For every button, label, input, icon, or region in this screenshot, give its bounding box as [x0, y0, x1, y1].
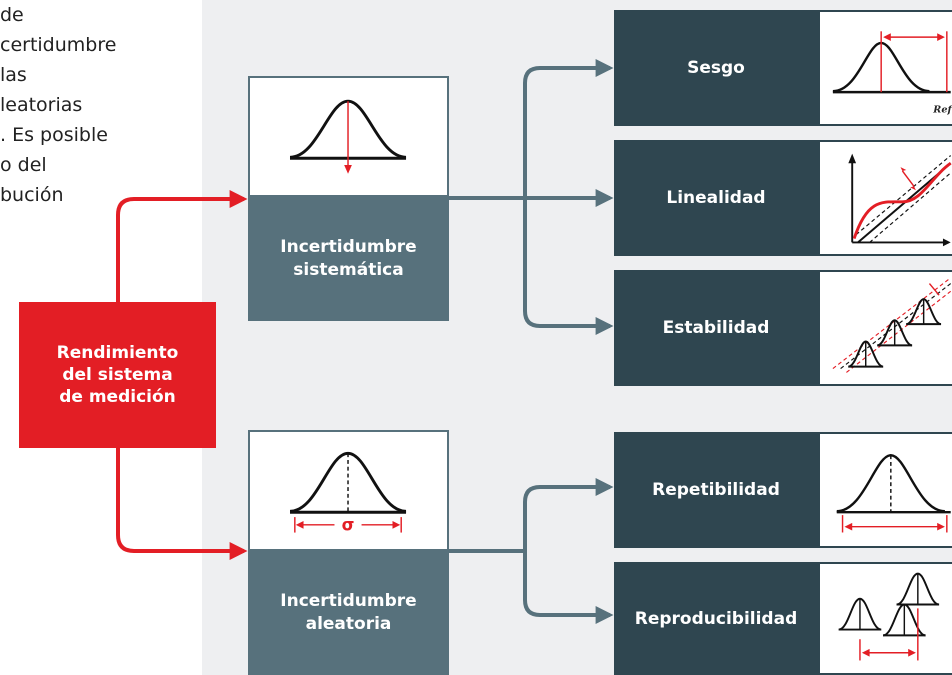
random-curve-image: σ	[248, 430, 449, 551]
reproducibilidad-image	[818, 562, 952, 675]
linealidad-box: Linealidad	[614, 140, 818, 256]
intro-line: leatorias	[0, 94, 83, 116]
bell-curve-icon	[289, 99, 407, 174]
red-connector-down	[116, 448, 248, 560]
red-connector-up	[116, 190, 248, 302]
estabilidad-box: Estabilidad	[614, 270, 818, 386]
sesgo-label: Sesgo	[687, 58, 745, 78]
estabilidad-image	[818, 270, 952, 386]
reproducibilidad-box: Reproducibilidad	[614, 562, 818, 675]
reproducibility-curves-icon	[838, 572, 940, 661]
repetibilidad-label: Repetibilidad	[652, 480, 780, 500]
sigma-symbol: σ	[342, 516, 355, 535]
stability-curves-icon	[832, 277, 952, 373]
intro-line: las	[0, 64, 27, 86]
linealidad-image	[818, 140, 952, 256]
systematic-label-line: Incertidumbre	[280, 237, 417, 257]
intro-line: . Es posible	[0, 124, 108, 146]
intro-paragraph: de certidumbre las leatorias . Es posibl…	[0, 0, 190, 210]
root-measurement-performance: Rendimiento del sistema de medición	[19, 302, 216, 448]
intro-line: o del	[0, 154, 47, 176]
repetibilidad-image	[818, 432, 952, 548]
intro-line: bución	[0, 184, 64, 206]
steel-connector-reproducibilidad	[523, 551, 614, 624]
linearity-graph-icon	[848, 153, 952, 247]
random-uncertainty-box: Incertidumbre aleatoria	[248, 551, 449, 675]
repetibilidad-box: Repetibilidad	[614, 432, 818, 548]
steel-connector-repetibilidad	[523, 478, 614, 551]
root-label-line: del sistema	[62, 365, 173, 385]
random-label-line: Incertidumbre	[280, 591, 417, 611]
reproducibilidad-label: Reproducibilidad	[634, 608, 798, 629]
root-label-line: de medición	[59, 387, 176, 407]
root-label-line: Rendimiento	[56, 343, 179, 363]
systematic-label-line: sistemática	[293, 260, 404, 280]
random-label-line: aleatoria	[305, 614, 392, 634]
intro-line: certidumbre	[0, 34, 117, 56]
bias-curve-icon: Ref	[832, 31, 952, 115]
systematic-uncertainty-box: Incertidumbre sistemática	[248, 197, 449, 321]
steel-connector-estabilidad	[523, 198, 614, 335]
systematic-curve-image	[248, 76, 449, 197]
sesgo-image: Ref	[818, 10, 952, 126]
steel-connector-sesgo	[523, 59, 614, 198]
sesgo-box: Sesgo	[614, 10, 818, 126]
estabilidad-label: Estabilidad	[662, 318, 770, 338]
linealidad-label: Linealidad	[666, 188, 766, 208]
intro-line: de	[0, 4, 24, 26]
reference-label: Ref	[932, 104, 952, 115]
repeatability-curve-icon	[836, 454, 951, 533]
sigma-bell-curve-icon: σ	[289, 451, 407, 535]
